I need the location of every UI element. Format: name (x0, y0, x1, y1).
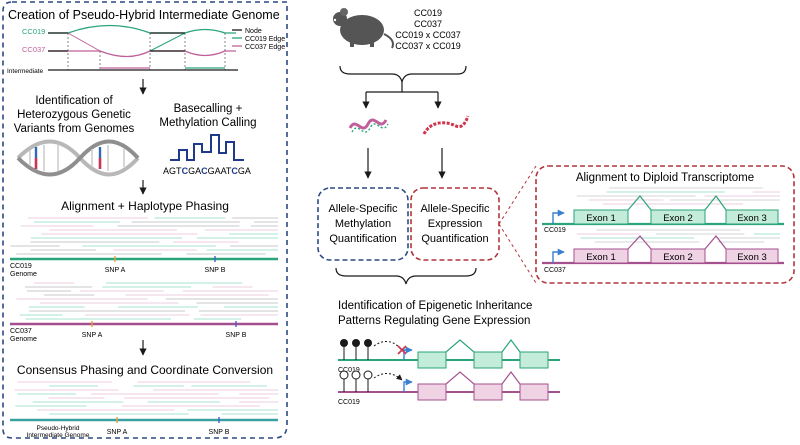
variants-label-line3: Variants from Genomes (14, 123, 135, 135)
left-panel-border (2, 1, 288, 439)
track-label-intermediate: Intermediate (7, 68, 44, 75)
snp-b-label-3: SNP B (209, 429, 230, 436)
basecalling-label-line2: Methylation Calling (159, 117, 256, 129)
cc037-cross-edge (67, 32, 101, 52)
methylation-box-line3: Quantification (329, 233, 396, 245)
cc019-transcript-reads (576, 187, 780, 205)
variants-label-line1: Identification of (35, 95, 113, 107)
methylation-quantification-box: Allele-Specific Methylation Quantificati… (317, 187, 409, 261)
snp-a-label-3: SNP A (107, 429, 128, 436)
methylation-box-line1: Allele-Specific (328, 203, 398, 215)
rna-strand-icon (422, 115, 470, 135)
diploid-title: Alignment to Diploid Transcriptome (576, 172, 754, 184)
exon-3-label-cc037: Exon 3 (737, 252, 767, 263)
epigenetic-title-line1: Identification of Epigenetic Inheritance (338, 300, 532, 312)
consensus-title: Consensus Phasing and Coordinate Convers… (17, 363, 273, 377)
diploid-label-cc037: CC037 (544, 267, 566, 274)
track-label-cc037: CC037 (22, 45, 45, 54)
cc019-genome-label-2: Genome (10, 271, 37, 278)
cc037-read-stack (16, 282, 278, 320)
cc019-genome-label-1: CC019 (10, 263, 32, 270)
legend-cc019-edge: CC019 Edge (245, 36, 285, 43)
snp-b-label-1: SNP B (205, 267, 226, 274)
methylated-cpg-icons (340, 339, 372, 360)
cc019-read-stack (10, 217, 278, 255)
strain-cc037: CC037 (414, 19, 442, 29)
diploid-panel-border (535, 165, 795, 284)
pseudo-hybrid-label-1: Pseudo-Hybrid (37, 425, 80, 432)
cc037-exons: Exon 1 Exon 2 Exon 3 (573, 235, 779, 264)
epigenetic-label-top: CC019 (338, 367, 360, 374)
exon-3-label-cc019: Exon 3 (737, 213, 767, 224)
pseudo-hybrid-label-2: Intermediate Genome (27, 432, 90, 439)
brace-bottom (335, 267, 477, 285)
epigenetic-inheritance-section: Identification of Epigenetic Inheritance… (338, 300, 560, 406)
mouse-icon (333, 8, 394, 49)
epigenetic-title-line2: Patterns Regulating Gene Expression (338, 315, 530, 327)
strain-cc019xcc037: CC019 x CC037 (395, 30, 461, 40)
tss-arrow-icon (552, 248, 565, 263)
alignment-title: Alignment + Haplotype Phasing (61, 199, 229, 213)
legend-cc037-edge: CC037 Edge (245, 44, 285, 51)
bottom-gene-exons (417, 371, 549, 401)
genome-creation-title: Creation of Pseudo-Hybrid Intermediate G… (8, 8, 280, 22)
legend-node: Node (245, 28, 262, 35)
methylation-sequence: AGTCGACGAATCGA (163, 166, 251, 176)
consensus-read-stack (14, 381, 278, 415)
exon-2-label-cc037: Exon 2 (663, 252, 693, 263)
projection-lines (67, 33, 226, 70)
graph-genome: CC019 CC037 Intermediate (7, 24, 285, 75)
snp-a-label-1: SNP A (105, 267, 126, 274)
brace-top (339, 65, 467, 83)
exon-1-label-cc037: Exon 1 (586, 252, 616, 263)
snp-a-label-2: SNP A (82, 332, 103, 339)
methylation-box-line2: Methylation (335, 218, 391, 230)
epigenetic-label-bottom: CC019 (338, 399, 360, 406)
strain-list: CC019 CC037 CC019 x CC037 CC037 x CC019 (395, 8, 461, 51)
variants-label-line2: Heterozygous Genetic (17, 109, 131, 121)
cc037-transcript-reads (576, 229, 780, 243)
cc037-genome-label-2: Genome (10, 336, 37, 343)
cc019-edge-path (48, 24, 236, 34)
expression-box-line3: Quantification (421, 233, 488, 245)
node-segments (48, 32, 185, 52)
snp-b-label-2: SNP B (226, 332, 247, 339)
dna-strand-icon (348, 118, 389, 133)
cc037-edge-path (48, 50, 236, 58)
exon-2-label-cc019: Exon 2 (663, 213, 693, 224)
graph-legend: Node CC019 Edge CC037 Edge (232, 28, 285, 51)
tss-arrow-icon (552, 209, 565, 224)
basecalling-label-line1: Basecalling + (174, 103, 243, 115)
diploid-label-cc019: CC019 (544, 227, 566, 234)
cc019-exons: Exon 1 Exon 2 Exon 3 (573, 194, 779, 225)
cc019-cross-edge (149, 32, 186, 52)
strain-cc019: CC019 (414, 8, 442, 18)
strain-cc037xcc019: CC037 x CC019 (395, 41, 461, 51)
expression-box-line1: Allele-Specific (420, 203, 490, 215)
diploid-transcriptome-panel: Alignment to Diploid Transcriptome CC019… (535, 165, 795, 284)
blocked-x-icon (397, 345, 407, 355)
expression-quantification-box: Allele-Specific Expression Quantificatio… (410, 187, 500, 261)
cc037-genome-label-1: CC037 (10, 328, 32, 335)
nanopore-signal-trace (170, 134, 244, 161)
track-label-cc019: CC019 (22, 27, 45, 36)
unmethylated-cpg-icons (339, 370, 373, 392)
left-panel: Creation of Pseudo-Hybrid Intermediate G… (2, 1, 288, 439)
dna-helix-icon (16, 139, 140, 177)
exon-1-label-cc019: Exon 1 (586, 213, 616, 224)
top-gene-exons (417, 339, 549, 369)
expression-box-line2: Expression (428, 218, 482, 230)
